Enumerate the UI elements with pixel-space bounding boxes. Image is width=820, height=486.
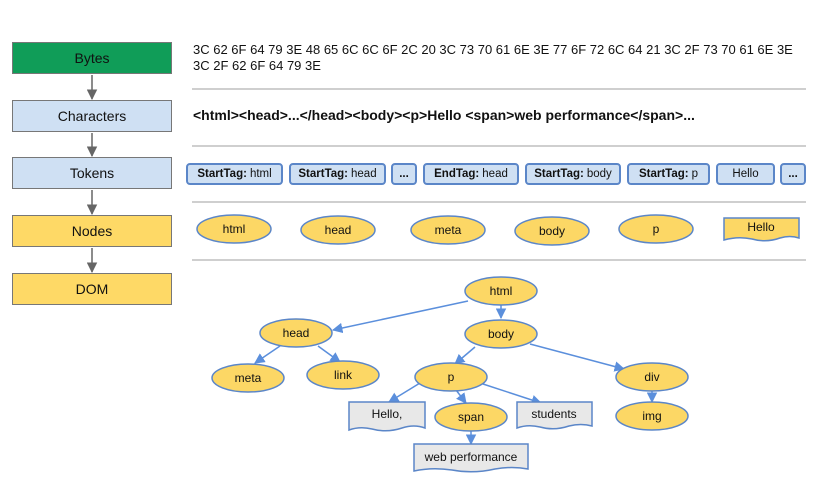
edge xyxy=(482,383,542,406)
dom-label: p xyxy=(448,370,455,384)
node-label: head xyxy=(325,223,352,237)
dom-label: meta xyxy=(235,371,262,385)
dom-node-div xyxy=(615,362,689,392)
dom-label: link xyxy=(334,368,353,382)
dom-label: body xyxy=(488,327,514,341)
divider xyxy=(192,259,806,261)
dom-label: div xyxy=(644,370,659,384)
node-label: body xyxy=(539,224,565,238)
node-label: Hello xyxy=(747,220,775,234)
stage-tokens: Tokens xyxy=(12,157,172,189)
stage-label: Characters xyxy=(57,108,127,124)
edge xyxy=(388,382,421,403)
token-starttag-body: StartTag:body xyxy=(525,163,621,185)
dom-node-link xyxy=(306,360,380,390)
stage-nodes: Nodes xyxy=(12,215,172,247)
dom-node-body xyxy=(464,319,538,349)
dom-text-web-performance xyxy=(413,443,529,473)
stage-label: Tokens xyxy=(69,165,115,181)
divider xyxy=(192,201,806,203)
node-label: html xyxy=(223,222,246,236)
node-p xyxy=(618,214,694,244)
node-head xyxy=(300,215,376,245)
edge xyxy=(529,343,626,372)
token-ellipsis: ... xyxy=(391,163,417,185)
dom-text-hello xyxy=(348,401,426,432)
dom-text-students xyxy=(516,401,593,430)
edge xyxy=(454,346,476,365)
divider xyxy=(192,88,806,90)
token-starttag-p: StartTag:p xyxy=(627,163,710,185)
token-starttag-html: StartTag:html xyxy=(186,163,283,185)
dom-node-head xyxy=(259,318,333,348)
stage-dom: DOM xyxy=(12,273,172,305)
token-starttag-head: StartTag:head xyxy=(289,163,386,185)
node-label: p xyxy=(653,222,660,236)
edge xyxy=(317,345,341,363)
dom-label: Hello, xyxy=(372,407,403,421)
token-ellipsis: ... xyxy=(780,163,806,185)
dom-node-img xyxy=(615,401,689,431)
dom-label: head xyxy=(283,326,310,340)
dom-node-span xyxy=(434,402,508,432)
dom-label: html xyxy=(490,284,513,298)
dom-node-meta xyxy=(211,363,285,393)
characters-text: <html><head>...</head><body><p>Hello <sp… xyxy=(193,107,695,123)
dom-label: img xyxy=(642,409,661,423)
edge xyxy=(254,345,281,364)
dom-label: span xyxy=(458,410,484,424)
node-body xyxy=(514,216,590,246)
dom-label: web performance xyxy=(424,450,518,464)
bytes-text: 3C 62 6F 64 79 3E 48 65 6C 6C 6F 2C 20 3… xyxy=(193,42,793,73)
edge xyxy=(331,300,469,334)
token-endtag-head: EndTag:head xyxy=(423,163,519,185)
divider xyxy=(192,145,806,147)
stage-label: Bytes xyxy=(74,50,110,66)
dom-node-p xyxy=(414,362,488,392)
node-label: meta xyxy=(435,223,462,237)
stage-bytes: Bytes xyxy=(12,42,172,74)
stage-characters: Characters xyxy=(12,100,172,132)
dom-label: students xyxy=(531,407,576,421)
stage-label: Nodes xyxy=(71,223,113,239)
edge xyxy=(455,389,467,404)
node-html xyxy=(196,214,272,244)
dom-node-html xyxy=(464,276,538,306)
token-hello: Hello xyxy=(716,163,775,185)
node-meta xyxy=(410,215,486,245)
stage-label: DOM xyxy=(75,281,109,297)
node-hello xyxy=(723,217,800,242)
